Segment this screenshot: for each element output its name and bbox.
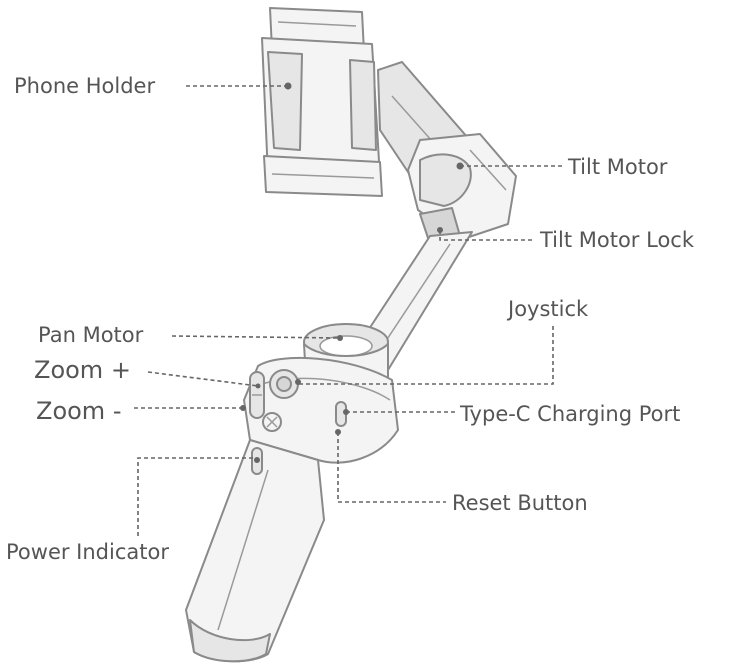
labels: Phone Holder Tilt Motor Tilt Motor Lock … — [6, 74, 695, 564]
handle-grip — [185, 439, 325, 663]
joystick — [269, 369, 301, 399]
label-tilt-motor: Tilt Motor — [567, 155, 668, 179]
leader-power-indicator — [137, 457, 257, 536]
function-button — [262, 412, 282, 432]
leader-pan-motor — [171, 335, 341, 339]
label-phone-holder: Phone Holder — [14, 74, 155, 98]
leader-lines — [134, 85, 562, 536]
label-joystick: Joystick — [506, 297, 589, 321]
leader-tilt-motor-lock — [439, 230, 534, 241]
power-indicator-led — [251, 447, 263, 475]
label-reset-button: Reset Button — [452, 491, 588, 515]
label-type-c-port: Type-C Charging Port — [459, 402, 680, 426]
phone-holder — [261, 7, 383, 197]
leader-reset — [337, 432, 446, 503]
label-zoom-minus: Zoom - — [36, 397, 121, 425]
leader-joystick — [298, 326, 554, 385]
label-tilt-motor-lock: Tilt Motor Lock — [539, 228, 695, 252]
gimbal-illustration — [185, 7, 517, 663]
leader-zoom-plus — [147, 371, 259, 387]
label-power-indicator: Power Indicator — [6, 540, 169, 564]
zoom-rocker — [240, 371, 265, 419]
label-pan-motor: Pan Motor — [38, 323, 144, 347]
label-zoom-plus: Zoom + — [34, 356, 131, 384]
